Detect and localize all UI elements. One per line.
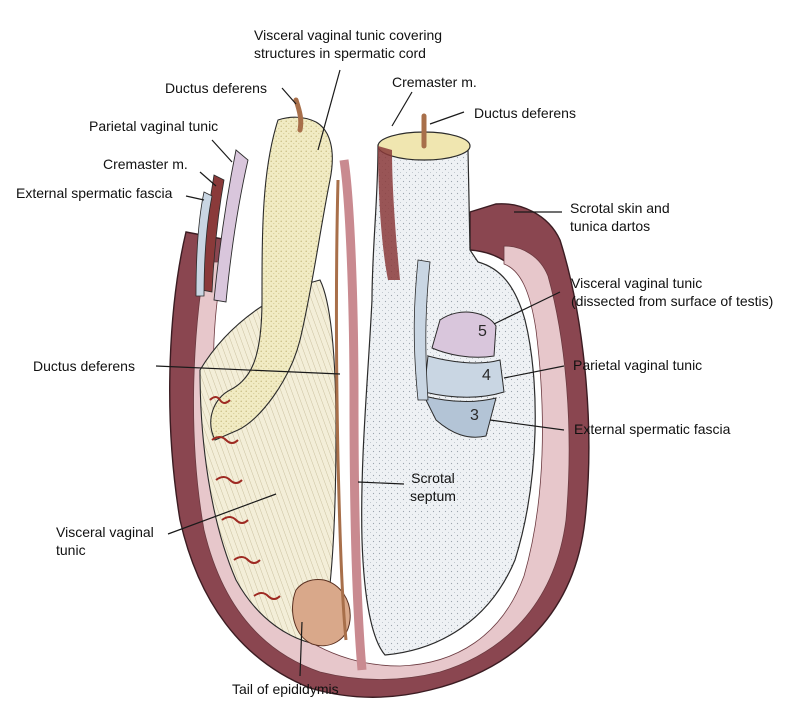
scrotal-septum [339,159,367,671]
label-cremaster-left: Cremaster m. [103,156,188,172]
label-scrotal-septum: Scrotal septum [410,470,456,504]
testicular-vessels [209,396,281,600]
layer-5-visceral [431,311,497,358]
leader-fascia-left [185,195,205,201]
label-parietal-left: Parietal vaginal tunic [89,118,219,134]
left-external-fascia [195,191,213,297]
leader-visceral-dissected [493,291,561,325]
left-parietal-tunic [213,149,249,303]
ductus-deferens-left [293,97,304,133]
layer-number-5: 5 [478,323,487,340]
layer-3-external [423,395,497,438]
leader-visceral-testis [167,493,277,535]
layer-number-3: 3 [470,407,479,424]
leader-parietal-right [503,365,565,379]
label-cremaster-right: Cremaster m. [392,74,477,90]
leader-cremaster-left [199,171,217,187]
right-cord-inner [413,259,431,401]
label-ductus-deferens-right: Ductus deferens [474,105,576,121]
label-ductus-deferens-mid: Ductus deferens [33,358,135,374]
label-ductus-deferens-left: Ductus deferens [165,80,267,96]
layer-number-4: 4 [482,367,491,384]
right-cord-cremaster [378,146,400,280]
ductus-deferens-mid [335,179,348,641]
leader-cremaster-right [391,91,413,127]
epididymis-tail [292,579,351,647]
leader-septum [357,481,405,485]
label-external-fascia-left: External spermatic fascia [16,185,173,201]
label-external-fascia-right: External spermatic fascia [574,421,731,437]
leader-visceral-cord [317,69,341,151]
leader-ductus-left [281,87,297,105]
leader-ductus-mid [155,365,341,375]
layer-4-parietal [423,355,505,398]
label-visceral-cord: Visceral vaginal tunic covering structur… [254,27,443,61]
leader-tail-epididymis [299,621,303,677]
label-tail-epididymis: Tail of epididymis [232,681,339,697]
leader-fascia-right [489,419,565,431]
leader-parietal-left [211,139,233,163]
label-parietal-right: Parietal vaginal tunic [573,357,703,373]
leader-ductus-right [429,111,465,125]
epididymis-head-body [210,116,333,441]
label-scrotal-skin: Scrotal skin and tunica dartos [570,200,670,234]
leader-lines [155,69,565,677]
label-visceral-testis: Visceral vaginal tunic [56,524,154,558]
label-visceral-dissected: Visceral vaginal tunic (dissected from s… [571,275,774,309]
